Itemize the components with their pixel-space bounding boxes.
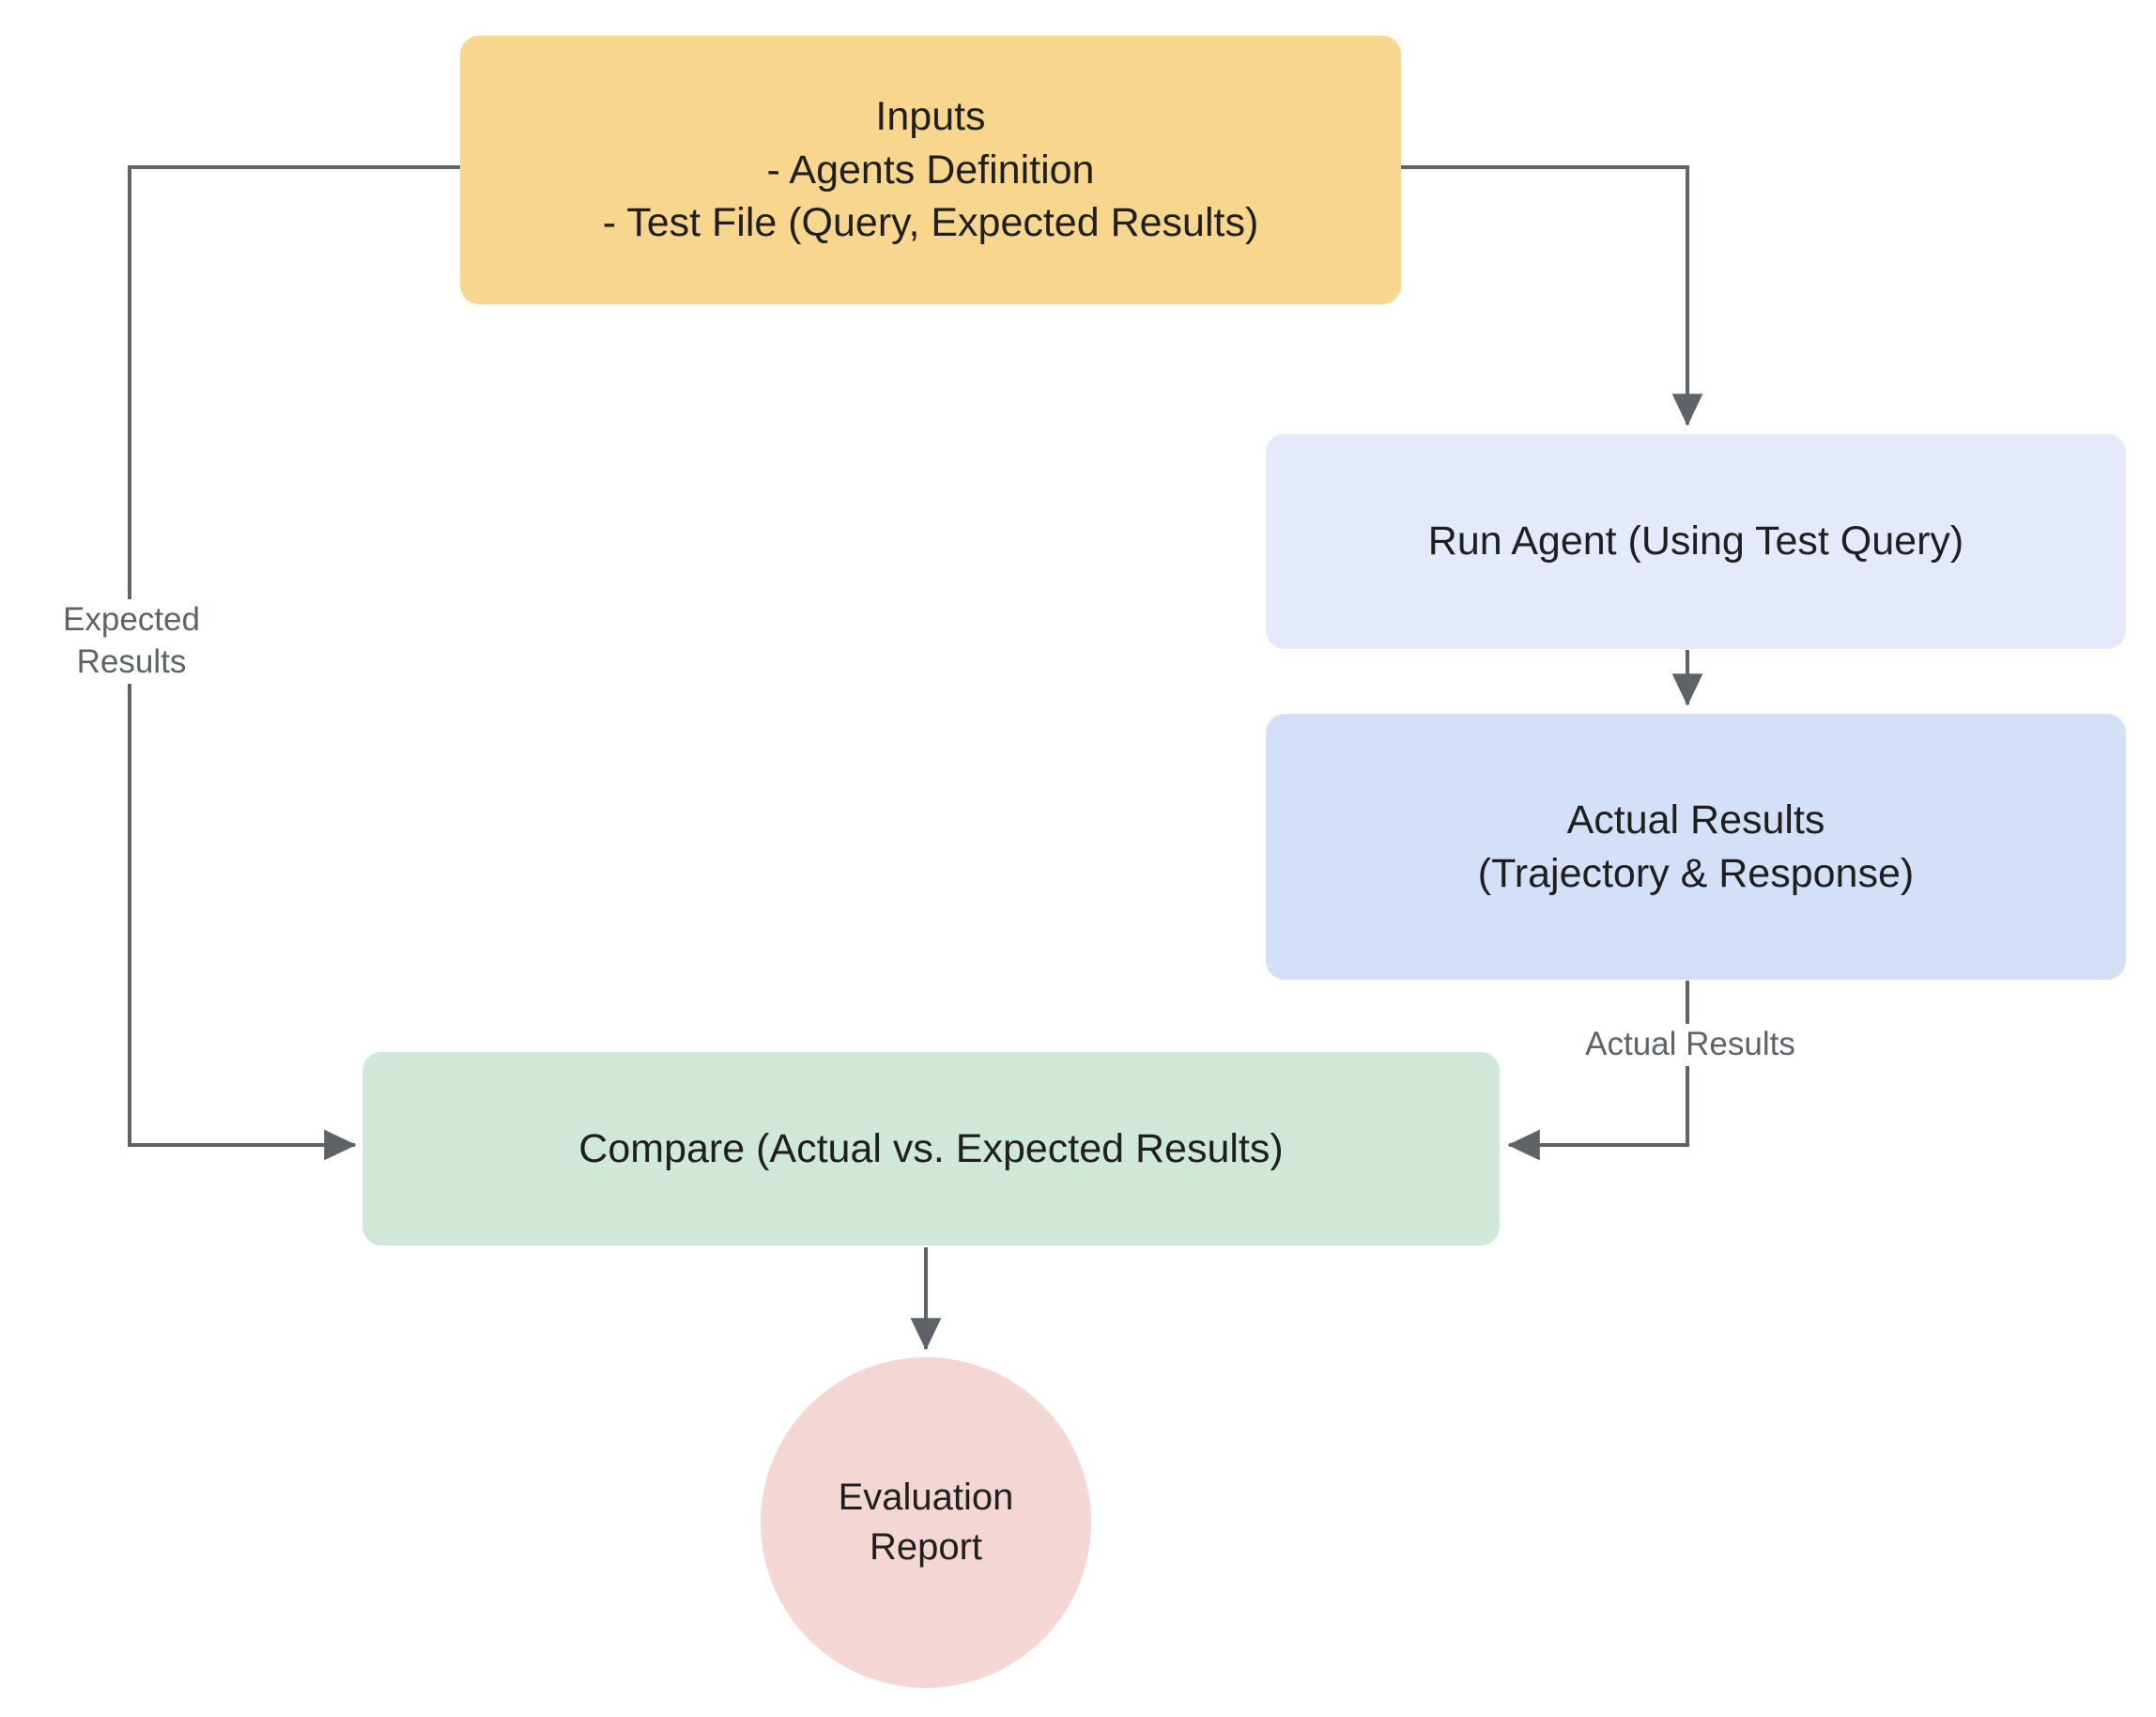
- edge-label-actual-results: Actual Results: [1554, 1024, 1826, 1066]
- node-compare-label: Compare (Actual vs. Expected Results): [578, 1125, 1284, 1171]
- edge-label-expected-results: Expected Results: [0, 599, 263, 684]
- edge-inputs-to-run-agent: [1401, 165, 1703, 426]
- node-run-agent-label: Run Agent (Using Test Query): [1427, 518, 1964, 565]
- node-evaluation-report[interactable]: Evaluation Report: [761, 1357, 1091, 1688]
- node-inputs-label: Inputs - Agents Definition - Test File (…: [602, 93, 1259, 246]
- node-inputs[interactable]: Inputs - Agents Definition - Test File (…: [460, 36, 1401, 304]
- node-compare[interactable]: Compare (Actual vs. Expected Results): [362, 1052, 1500, 1245]
- node-evaluation-report-label: Evaluation Report: [838, 1477, 1014, 1568]
- node-actual-results[interactable]: Actual Results (Trajectory & Response): [1266, 714, 2126, 980]
- node-run-agent[interactable]: Run Agent (Using Test Query): [1266, 434, 2126, 649]
- node-actual-results-label: Actual Results (Trajectory & Response): [1477, 797, 1915, 896]
